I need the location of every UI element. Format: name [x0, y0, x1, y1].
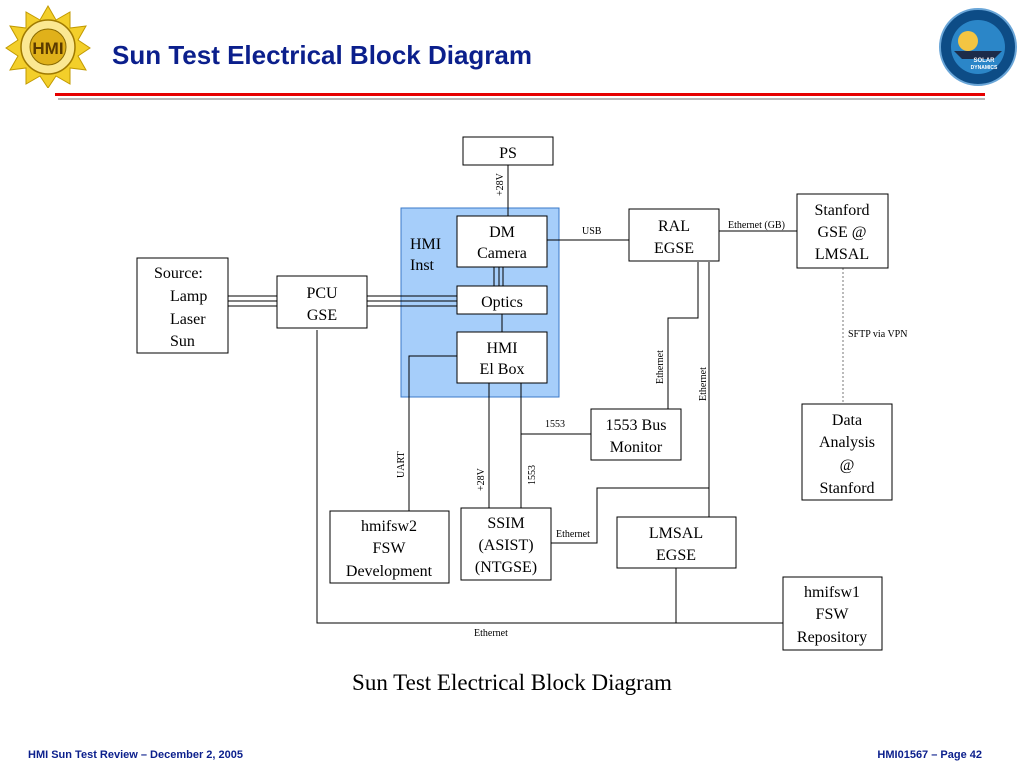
bus-monitor-box	[590, 408, 682, 461]
title-rule	[55, 93, 985, 96]
footer-right: HMI01567 – Page 42	[877, 749, 982, 761]
ethernet-bottom-label: Ethernet	[474, 628, 508, 639]
sdo-logo: SOLAR DYNAMICS	[939, 8, 1017, 86]
dm-camera-box	[456, 215, 548, 268]
optics-box	[456, 285, 548, 315]
diagram-caption: Sun Test Electrical Block Diagram	[352, 670, 672, 695]
hmifsw1-box	[782, 576, 883, 651]
usb-label: USB	[582, 226, 602, 237]
ethernet-a-label: Ethernet	[655, 350, 666, 384]
page-title: Sun Test Electrical Block Diagram	[112, 40, 532, 70]
plus28v-bottom-label: +28V	[476, 467, 487, 491]
hmifsw2-box	[329, 510, 450, 584]
optics-label: Optics	[481, 294, 523, 311]
uart-label: UART	[396, 451, 407, 478]
ps-label: PS	[499, 145, 517, 162]
plus28v-top-label: +28V	[495, 172, 506, 196]
lmsal-egse-box	[616, 516, 737, 569]
ethernet-b-label: Ethernet	[698, 367, 709, 401]
ethernet-gb-label: Ethernet (GB)	[728, 220, 785, 231]
stanford-gse-box	[796, 193, 889, 269]
data-analysis-box	[801, 403, 893, 501]
hmi-logo: HMI	[5, 4, 91, 88]
connections	[228, 165, 844, 624]
ethernet-ssim-label: Ethernet	[556, 529, 590, 540]
svg-text:HMI: HMI	[32, 39, 63, 58]
l1553-vertical-label: 1553	[527, 465, 538, 485]
l1553-label: 1553	[545, 419, 565, 430]
hmi-el-box	[456, 331, 548, 384]
source-box	[136, 257, 229, 354]
svg-text:SOLAR: SOLAR	[974, 58, 996, 64]
sftp-label: SFTP via VPN	[848, 329, 907, 340]
ps-box	[462, 136, 554, 166]
ssim-label: SSIM(ASIST)(NTGSE)	[475, 515, 537, 576]
title-rule-shadow	[58, 98, 985, 100]
pcu-gse-box	[276, 275, 368, 329]
svg-text:DYNAMICS: DYNAMICS	[971, 65, 998, 71]
ral-egse-box	[628, 208, 720, 262]
ssim-box	[460, 507, 552, 581]
footer-left: HMI Sun Test Review – December 2, 2005	[28, 749, 243, 761]
